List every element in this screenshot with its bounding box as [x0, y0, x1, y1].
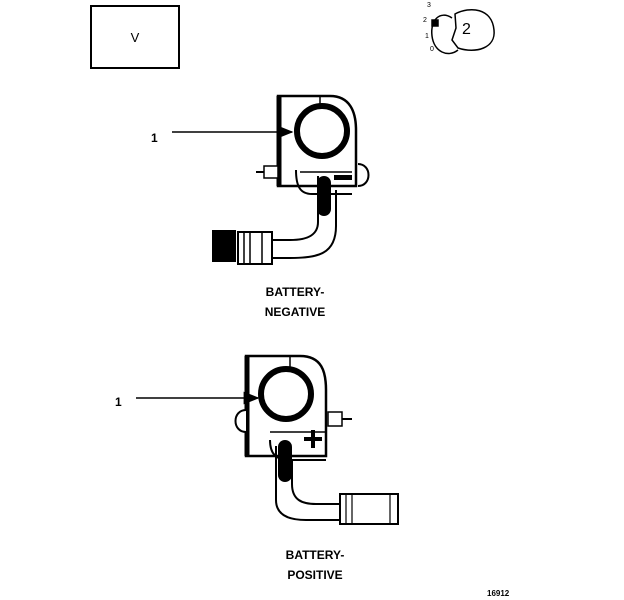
- key-number: 2: [462, 21, 471, 38]
- key-position-2: 2: [423, 17, 427, 24]
- positive-label-line1: BATTERY-: [285, 548, 345, 562]
- view-label: V: [130, 29, 140, 45]
- figure-number: 16912: [487, 589, 510, 598]
- positive-label-line2: POSITIVE: [287, 568, 343, 582]
- negative-terminal: [172, 94, 370, 265]
- negative-callout: 1: [151, 131, 158, 145]
- key-position-0: 0: [430, 46, 434, 53]
- key-position-1: 1: [425, 33, 429, 40]
- key-position-3: 3: [427, 2, 431, 9]
- negative-label-line1: BATTERY-: [265, 285, 325, 299]
- ignition-key-icon: [431, 8, 495, 55]
- positive-terminal: [136, 354, 399, 525]
- positive-callout: 1: [115, 395, 122, 409]
- view-label-box: V: [90, 5, 180, 69]
- negative-label-line2: NEGATIVE: [264, 305, 326, 319]
